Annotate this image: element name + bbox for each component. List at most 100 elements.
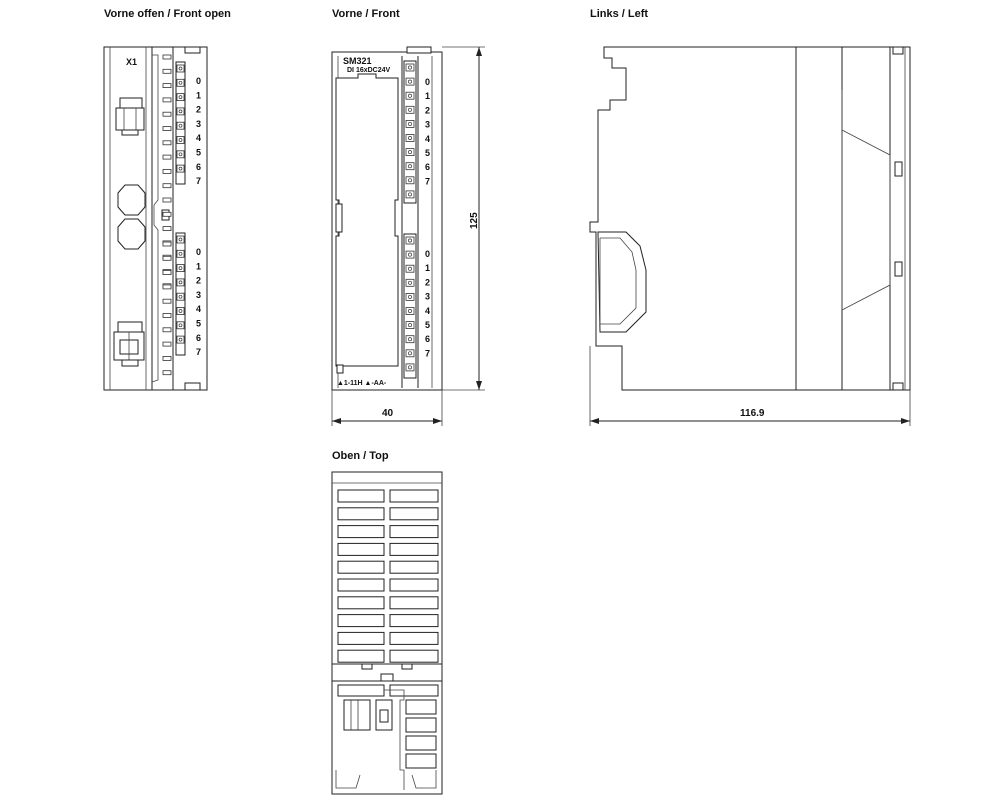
screw-terminal bbox=[405, 292, 415, 301]
screw-icon bbox=[408, 164, 412, 169]
front-terminal-pads bbox=[403, 60, 417, 379]
screw-terminal bbox=[405, 162, 415, 171]
lower-latch bbox=[113, 321, 145, 367]
screw-terminal bbox=[405, 236, 415, 245]
terminal-number: 0 bbox=[425, 77, 430, 87]
slot-marker bbox=[162, 327, 172, 333]
screw-terminal bbox=[405, 250, 415, 259]
screw-terminal bbox=[405, 176, 415, 185]
front-open-view-title: Vorne offen / Front open bbox=[104, 8, 231, 20]
connector-label: X1 bbox=[126, 57, 137, 67]
slot-marker bbox=[162, 126, 172, 131]
terminal-number: 3 bbox=[196, 119, 201, 129]
terminal-number: 4 bbox=[196, 304, 201, 314]
slot-marker bbox=[162, 97, 172, 103]
screw-terminal bbox=[176, 164, 185, 173]
screw-icon bbox=[408, 280, 412, 285]
terminal-number: 1 bbox=[425, 91, 430, 101]
terminal-number: 7 bbox=[425, 348, 430, 358]
vent-slot bbox=[389, 560, 439, 574]
connector-side-profile bbox=[597, 231, 647, 333]
slot-marker bbox=[162, 370, 172, 376]
slot-marker bbox=[162, 284, 172, 290]
screw-terminal bbox=[405, 335, 415, 344]
vent-slot bbox=[337, 525, 385, 539]
module-name: SM321 bbox=[343, 56, 372, 66]
screw-icon bbox=[178, 266, 183, 270]
terminal-number: 6 bbox=[196, 162, 201, 172]
module-bottom-marks: ▲1-11H ▲-AA- bbox=[337, 380, 387, 387]
slot-marker bbox=[162, 298, 172, 304]
screw-icon bbox=[178, 280, 183, 285]
screw-icon bbox=[178, 152, 183, 157]
slot-marker bbox=[162, 270, 172, 276]
terminal-number: 6 bbox=[425, 162, 430, 172]
depth-dimension-value: 116.9 bbox=[740, 408, 765, 419]
screw-icon bbox=[408, 309, 412, 313]
left-view-title: Links / Left bbox=[590, 8, 648, 20]
screw-icon bbox=[408, 150, 412, 155]
width-dimension-value: 40 bbox=[382, 408, 394, 419]
screw-icon bbox=[178, 237, 183, 242]
vent-slot bbox=[389, 525, 439, 539]
screw-icon bbox=[408, 323, 412, 328]
screw-terminal bbox=[176, 278, 185, 287]
screw-terminal bbox=[405, 363, 415, 372]
screw-terminal bbox=[405, 264, 415, 273]
screw-terminal bbox=[176, 93, 185, 101]
screw-icon bbox=[408, 294, 412, 299]
screw-terminal bbox=[176, 107, 185, 116]
vent-slot bbox=[389, 542, 439, 556]
screw-terminal bbox=[405, 278, 415, 287]
screw-terminal bbox=[176, 249, 185, 258]
screw-terminal bbox=[176, 335, 185, 344]
slot-marker bbox=[162, 226, 172, 232]
screw-icon bbox=[178, 166, 183, 171]
vent-slot bbox=[337, 489, 385, 503]
vent-slot bbox=[337, 542, 385, 556]
screw-icon bbox=[178, 138, 183, 142]
slot-marker bbox=[162, 83, 172, 88]
vent-slot bbox=[337, 649, 385, 663]
terminal-number: 2 bbox=[196, 276, 201, 286]
screw-icon bbox=[178, 251, 183, 256]
terminal-number: 2 bbox=[425, 105, 430, 115]
terminal-number: 5 bbox=[196, 148, 201, 158]
terminal-number: 1 bbox=[196, 261, 201, 271]
screw-terminal bbox=[176, 292, 185, 301]
screw-terminal bbox=[176, 78, 185, 87]
screw-icon bbox=[178, 123, 183, 128]
module-spec: DI 16xDC24V bbox=[347, 67, 391, 74]
slot-marker bbox=[162, 168, 172, 174]
screw-icon bbox=[408, 365, 412, 370]
terminal-number: 4 bbox=[196, 133, 201, 143]
top-vent-slots bbox=[337, 489, 439, 663]
vent-slot bbox=[389, 507, 439, 521]
vent-slot bbox=[337, 596, 385, 610]
screw-terminal bbox=[405, 120, 415, 128]
screw-icon bbox=[178, 294, 183, 299]
slot-marker bbox=[162, 68, 172, 74]
terminal-number: 4 bbox=[425, 134, 430, 144]
slot-marker bbox=[162, 211, 172, 217]
slot-marker bbox=[162, 140, 172, 146]
slot-marker bbox=[162, 255, 172, 261]
screw-icon bbox=[408, 337, 412, 342]
screw-terminal bbox=[405, 321, 415, 330]
screw-terminal bbox=[405, 307, 415, 315]
terminal-pads bbox=[162, 54, 172, 376]
screw-terminal bbox=[176, 64, 185, 73]
terminal-number: 3 bbox=[425, 292, 430, 302]
front-view-title: Vorne / Front bbox=[332, 8, 400, 20]
screw-terminal bbox=[405, 134, 415, 142]
slot-marker bbox=[162, 355, 172, 361]
screw-terminal bbox=[405, 190, 415, 199]
vent-slot bbox=[389, 489, 439, 503]
screw-terminal bbox=[176, 235, 185, 244]
slot-marker bbox=[162, 183, 172, 189]
screw-terminal bbox=[405, 105, 415, 114]
terminal-number: 3 bbox=[196, 290, 201, 300]
